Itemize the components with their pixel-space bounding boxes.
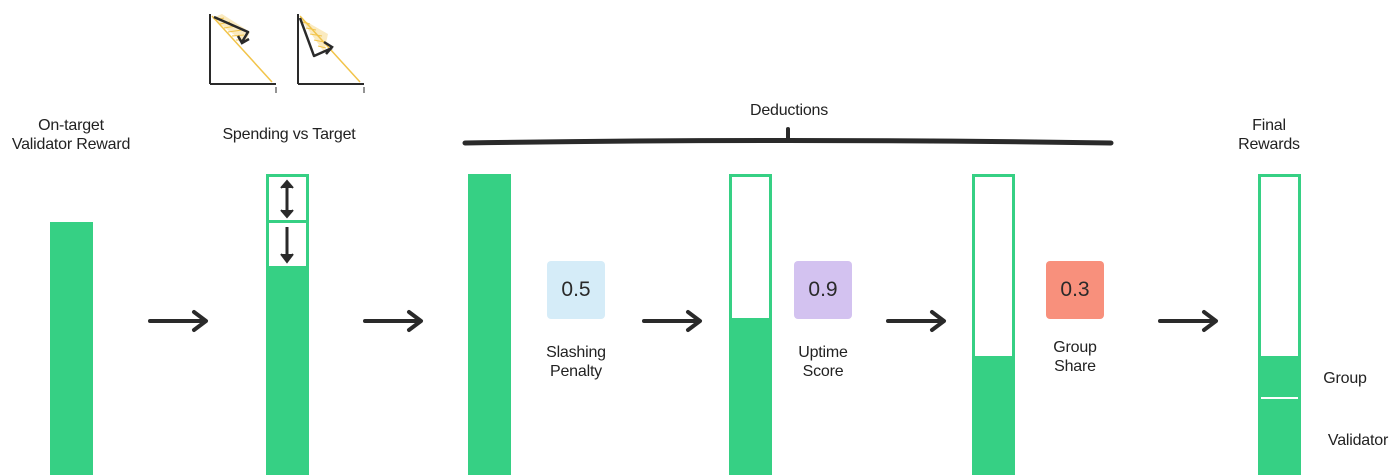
validator-label: Validator [1327,432,1389,449]
group-label: Group [1323,370,1367,387]
bracket-icon [462,127,1114,146]
right-arrow-icon [642,310,702,332]
up-down-arrow-icon [280,179,294,219]
on-target-label: On-target Validator Reward [11,117,131,153]
final-rewards-bar [1258,174,1301,475]
right-arrow-icon [148,310,208,332]
uptime-label: Uptime Score [798,344,848,380]
spending-bar [266,268,309,475]
mini-chart-left [209,14,277,93]
group-share-label: Group Share [1053,339,1097,375]
right-arrow-icon [886,310,946,332]
final-label: Final Rewards [1238,117,1300,153]
right-arrow-icon [363,310,423,332]
uptime-badge: 0.9 [794,261,852,319]
right-arrow-icon [1158,310,1218,332]
after-uptime-bar [972,174,1015,475]
after-slashing-bar [729,174,772,475]
deductions-label: Deductions [749,102,829,119]
group-share-badge: 0.3 [1046,261,1104,319]
slashing-badge: 0.5 [547,261,605,319]
spending-label: Spending vs Target [222,126,356,143]
slashing-label: Slashing Penalty [546,344,606,380]
mini-chart-right [297,14,365,93]
on-target-bar [50,222,93,475]
deductions-start-bar [468,174,511,475]
down-arrow-icon [280,227,294,264]
